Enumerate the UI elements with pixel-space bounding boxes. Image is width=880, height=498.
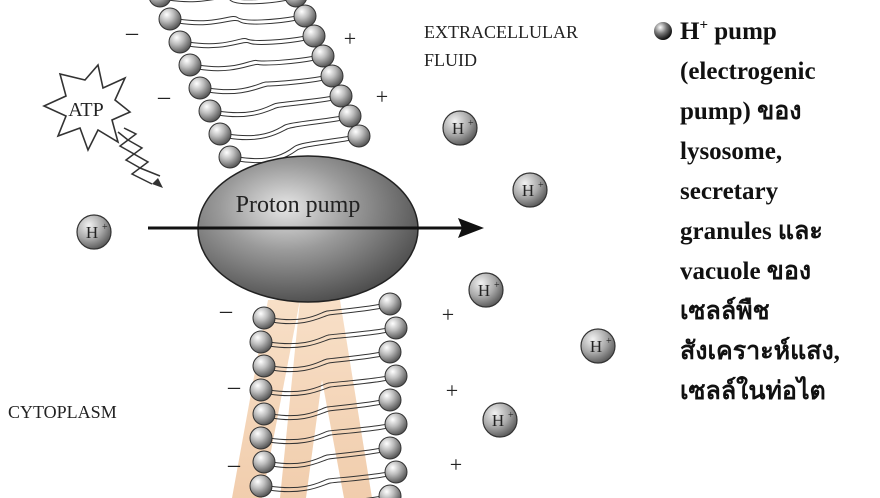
description-line: (electrogenic [680,52,840,92]
phospholipid-head [379,389,401,411]
phospholipid-head [294,5,316,27]
positive-charge: + [376,84,388,109]
description-line: lysosome, [680,132,840,172]
positive-charge: + [450,452,462,477]
atp-label: ATP [68,99,104,121]
sphere-bullet-icon [652,20,674,42]
phospholipid-head [253,307,275,329]
lipid-tail [198,56,315,67]
phospholipid-head [348,125,370,147]
phospholipid-head [250,379,272,401]
lipid-tail [168,0,288,4]
positive-charge: + [344,26,356,51]
heading-superscript: + [699,18,708,34]
lipid-tail [218,96,333,113]
ion-charge: + [494,280,500,291]
ion-label: H [478,281,490,300]
description-line: เซลล์ในท่อไต [680,372,840,412]
heading-rest: pump [708,18,777,45]
phospholipid-head [219,146,241,168]
hydrogen-ion: H+ [581,329,615,363]
hydrogen-ion: H+ [443,111,477,145]
ion-charge: + [102,222,108,233]
ion-label: H [452,119,464,138]
lipid-tail [228,116,342,136]
phospholipid-head [385,317,407,339]
description-line: เซลล์พืช [680,292,840,332]
lipid-tail [198,60,315,71]
heading-line: H+ pump [680,18,777,45]
proton-pump-diagram: ATP Proton pump H+H+H+H+H+H+ –––––+++++ [0,0,640,498]
phospholipid-head [250,475,272,497]
phospholipid-head [312,45,334,67]
description-text: H+ pump (electrogenic pump) ของ lysosome… [680,12,840,412]
lipid-tail [228,120,342,140]
description-line: pump) ของ [680,92,840,132]
phospholipid-head [159,8,181,30]
extracellular-label-line1: EXTRACELLULAR [424,22,578,42]
ion-label: H [86,223,98,242]
phospholipid-head [379,341,401,363]
atp-burst-icon: ATP [44,65,163,188]
description-line: secretary [680,172,840,212]
phospholipid-head [250,331,272,353]
hydrogen-ion: H+ [483,403,517,437]
negative-charge: – [227,374,241,400]
description-line: สังเคราะห์แสง, [680,332,840,372]
phospholipid-head [169,31,191,53]
proton-pump-label: Proton pump [236,192,361,218]
negative-charge: – [227,452,241,478]
positive-charge: + [446,378,458,403]
description-panel: H+ pump (electrogenic pump) ของ lysosome… [652,12,874,412]
phospholipid-head [330,85,352,107]
hydrogen-ion: H+ [77,215,111,249]
phospholipid-head [379,293,401,315]
cytoplasm-label: CYTOPLASM [8,402,117,422]
extracellular-label-line2: FLUID [424,50,477,70]
phospholipid-head [209,123,231,145]
description-line: granules และ [680,212,840,252]
phospholipid-head [253,451,275,473]
phospholipid-head [199,100,221,122]
ion-charge: + [538,180,544,191]
phospholipid-head [149,0,171,7]
phospholipid-head [339,105,361,127]
description-line: vacuole ของ [680,252,840,292]
ion-charge: + [508,410,514,421]
ion-label: H [492,411,504,430]
negative-charge: – [219,298,233,324]
lipid-tail [218,100,333,117]
phospholipid-head [379,437,401,459]
watermark [232,300,372,498]
ion-label: H [522,181,534,200]
phospholipid-head [385,413,407,435]
phospholipid-head [379,485,401,498]
ion-charge: + [606,336,612,347]
hydrogen-ion: H+ [469,273,503,307]
lipid-tail [178,16,297,21]
phospholipid-head [385,461,407,483]
hydrogen-ion: H+ [513,173,547,207]
negative-charge: – [157,84,171,110]
phospholipid-head [321,65,343,87]
ion-label: H [590,337,602,356]
phospholipid-head [253,355,275,377]
positive-charge: + [442,302,454,327]
negative-charge: – [125,20,139,46]
heading-symbol: H [680,18,699,45]
upper-lipid-bilayer [149,0,370,168]
phospholipid-head [189,77,211,99]
phospholipid-head [179,54,201,76]
ion-charge: + [468,118,474,129]
phospholipid-head [385,365,407,387]
phospholipid-head [250,427,272,449]
phospholipid-head [253,403,275,425]
phospholipid-head [303,25,325,47]
